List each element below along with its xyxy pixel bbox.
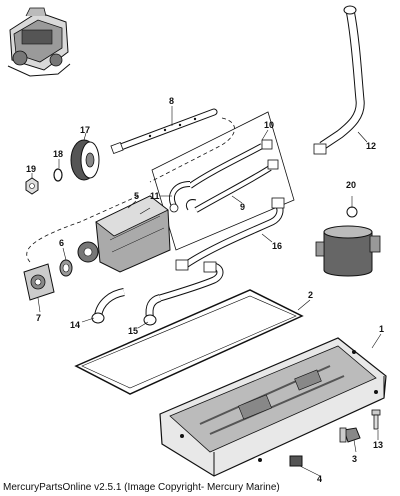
callout-8: 8: [169, 96, 174, 106]
assembly-dashed-outline: [26, 117, 235, 263]
callout-18: 18: [53, 149, 63, 159]
leader-lines: [31, 129, 382, 477]
engine-thumbnail: [3, 3, 75, 83]
part-1-oil-pan: [159, 337, 387, 477]
callout-4: 4: [317, 474, 322, 484]
part-4-plug: [289, 455, 303, 467]
callout-7: 7: [36, 313, 41, 323]
hose-kit-box: [151, 111, 295, 251]
callout-19: 19: [26, 164, 36, 174]
part-6-seal: [59, 259, 73, 277]
part-2-gasket: [74, 289, 304, 395]
part-9-hose: [185, 159, 279, 213]
callout-12: 12: [366, 141, 376, 151]
callout-17: 17: [80, 125, 90, 135]
callout-2: 2: [308, 290, 313, 300]
part-17-gear: [70, 139, 100, 181]
part-18-ring: [53, 168, 63, 182]
callout-3: 3: [352, 454, 357, 464]
part-15-elbow: [143, 294, 162, 326]
connecting-hose: [158, 261, 224, 302]
part-5-pump: [77, 195, 171, 273]
part-7-cover: [23, 263, 55, 301]
part-19-nut: [25, 177, 39, 195]
callout-10: 10: [264, 120, 274, 130]
part-16-hose: [175, 197, 285, 271]
callout-1: 1: [379, 324, 384, 334]
callout-15: 15: [128, 326, 138, 336]
callout-14: 14: [70, 320, 80, 330]
part-12-hose: [313, 5, 365, 155]
part-11-elbow: [169, 181, 191, 213]
callout-13: 13: [373, 440, 383, 450]
copyright-footer: MercuryPartsOnline v2.5.1 (Image Copyrig…: [3, 482, 280, 493]
part-8-tube: [110, 108, 218, 154]
callout-labels: 1 2 3 4 5 6 7 8 9 10 11 12 13 14 15 16 1…: [26, 96, 384, 484]
callout-9: 9: [240, 202, 245, 212]
callout-16: 16: [272, 241, 282, 251]
part-14-elbow: [91, 288, 125, 324]
part-3-plug: [339, 427, 361, 443]
part-13-bolt: [371, 409, 381, 430]
callout-6: 6: [59, 238, 64, 248]
part-20-filter: [315, 196, 381, 277]
callout-5: 5: [134, 191, 139, 201]
part-10-hose: [188, 139, 273, 189]
callout-20: 20: [346, 180, 356, 190]
callout-11: 11: [150, 191, 160, 201]
